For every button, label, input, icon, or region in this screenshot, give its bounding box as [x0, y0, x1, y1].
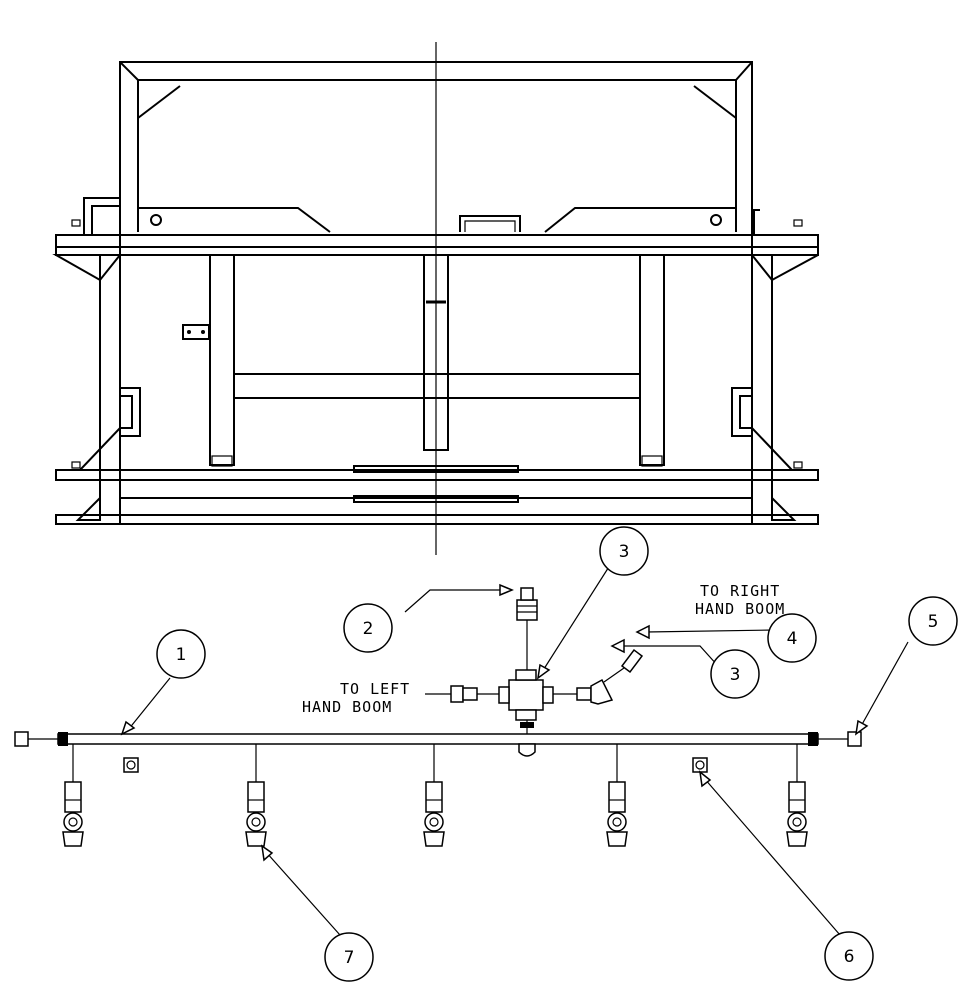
- nozzle-assemblies: [62, 744, 808, 847]
- left-upright: [209, 254, 235, 466]
- center-handle: [459, 215, 521, 232]
- right-upright: [639, 254, 665, 466]
- frame-assembly: [52, 42, 819, 555]
- callout-6-label: 6: [844, 947, 855, 967]
- callout-4-label: 4: [787, 629, 798, 649]
- clamp-left: [123, 757, 139, 773]
- left-upper-bracket: [83, 197, 120, 235]
- callout-4[interactable]: 4: [767, 613, 817, 663]
- left-boom-note-line1: TO LEFT: [340, 680, 410, 698]
- callout-5[interactable]: 5: [908, 596, 958, 646]
- right-end-cap: [847, 731, 862, 747]
- small-plate: [182, 324, 210, 340]
- center-upright: [423, 254, 449, 451]
- left-boom-note-line2: HAND BOOM: [302, 698, 392, 716]
- right-side-handle: [731, 387, 752, 437]
- right-elbow: [590, 678, 614, 705]
- middle-cross-tube: [233, 373, 641, 399]
- upper-cross-beam: [55, 234, 819, 248]
- boom-plumbing: [14, 587, 862, 847]
- right-mount-plate: [544, 207, 736, 233]
- callout-5-label: 5: [928, 612, 939, 632]
- callout-7[interactable]: 7: [324, 932, 374, 982]
- callout-bubbles: 1 2 3 3 4 5 6 7: [156, 526, 958, 982]
- top-hose-barb: [516, 599, 538, 621]
- cross-fitting: [508, 679, 544, 711]
- right-hose-barb: [620, 648, 644, 674]
- nozzle-1: [62, 744, 84, 847]
- callout-3-right-label: 3: [730, 665, 741, 685]
- main-spray-tube: [57, 733, 819, 745]
- callout-7-label: 7: [344, 948, 355, 968]
- left-hose-barb: [450, 685, 464, 703]
- leader-lines: [120, 561, 909, 936]
- callout-1[interactable]: 1: [156, 629, 206, 679]
- nozzle-2: [245, 744, 267, 847]
- left-end-cap: [14, 731, 29, 747]
- callout-2[interactable]: 2: [343, 603, 393, 653]
- right-boom-note-line2: HAND BOOM: [695, 600, 785, 618]
- right-boom-note-line1: TO RIGHT: [700, 582, 780, 600]
- left-mount-plate: [138, 207, 331, 233]
- nozzle-4: [606, 744, 628, 847]
- callout-6[interactable]: 6: [824, 931, 874, 981]
- left-gusset-upper: [52, 254, 123, 282]
- callout-3-right[interactable]: 3: [710, 649, 760, 699]
- nozzle-3: [423, 744, 445, 847]
- clamp-right: [692, 757, 708, 773]
- left-side-handle: [120, 387, 141, 437]
- lower-center-plate: [353, 465, 519, 473]
- right-gusset-upper: [749, 254, 819, 282]
- notes: TO RIGHT HAND BOOM TO LEFT HAND BOOM: [302, 582, 785, 716]
- base-rail: [55, 514, 819, 525]
- callout-1-label: 1: [176, 645, 187, 665]
- nozzle-5: [786, 744, 808, 847]
- callout-3-top-label: 3: [619, 542, 630, 562]
- callout-2-label: 2: [363, 619, 374, 639]
- callout-3-top[interactable]: 3: [599, 526, 649, 576]
